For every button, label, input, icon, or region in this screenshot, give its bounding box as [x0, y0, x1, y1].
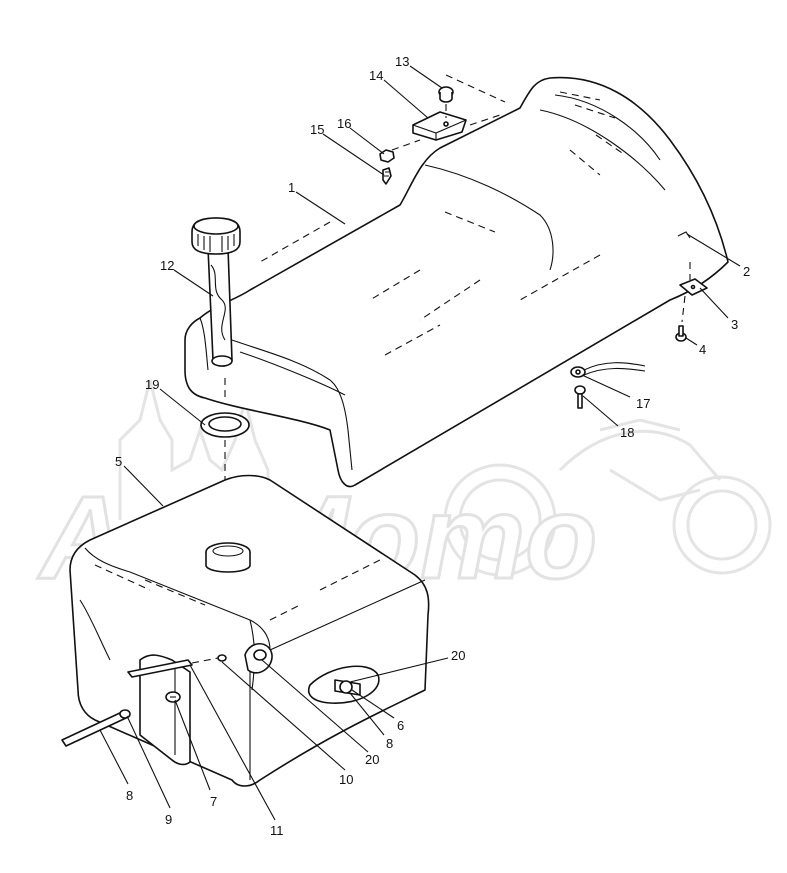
callout-18: 18 — [620, 425, 634, 440]
bracket-part-3[interactable] — [679, 278, 708, 296]
screw-part-4[interactable] — [675, 325, 687, 342]
callout-8-right: 8 — [386, 736, 393, 751]
callout-17: 17 — [636, 396, 650, 411]
callout-6: 6 — [397, 718, 404, 733]
screw-part-18[interactable] — [574, 385, 586, 409]
nut-part-16[interactable] — [379, 149, 395, 163]
callout-12: 12 — [160, 258, 174, 273]
seat-bracket[interactable] — [412, 111, 467, 141]
callout-20-bottom: 20 — [365, 752, 379, 767]
clip-part-2[interactable] — [677, 231, 691, 239]
callout-4: 4 — [699, 342, 706, 357]
callout-labels: 1 2 3 4 5 6 7 8 8 9 10 11 12 13 14 15 16… — [115, 54, 750, 838]
watermark-church-icon — [118, 379, 270, 520]
filler-neck-with-cap[interactable] — [191, 217, 241, 367]
filler-seal-ring[interactable] — [200, 412, 250, 438]
leader-lines — [99, 65, 741, 821]
callout-10: 10 — [339, 772, 353, 787]
callout-13: 13 — [395, 54, 409, 69]
callout-5: 5 — [115, 454, 122, 469]
washer-part-13[interactable] — [438, 86, 454, 103]
callout-16: 16 — [337, 116, 351, 131]
vent-hose[interactable] — [61, 659, 193, 747]
fuel-tank[interactable] — [69, 474, 430, 787]
callout-9: 9 — [165, 812, 172, 827]
fitting-part-11[interactable] — [191, 654, 227, 664]
seat[interactable] — [184, 76, 729, 488]
callout-15: 15 — [310, 122, 324, 137]
bolt-part-15[interactable] — [382, 167, 392, 185]
callout-19: 19 — [145, 377, 159, 392]
callout-1: 1 — [288, 180, 295, 195]
callout-2: 2 — [743, 264, 750, 279]
callout-3: 3 — [731, 317, 738, 332]
callout-8-left: 8 — [126, 788, 133, 803]
tank-side-pad — [139, 654, 191, 766]
callout-14: 14 — [369, 68, 383, 83]
ground-strap-part-17[interactable] — [570, 362, 646, 378]
callout-7: 7 — [210, 794, 217, 809]
callout-11: 11 — [270, 823, 284, 838]
screw-part-7[interactable] — [165, 691, 181, 703]
callout-20-top: 20 — [451, 648, 465, 663]
seat-outline — [184, 76, 729, 488]
watermark-motorcycle-icon — [443, 418, 772, 577]
